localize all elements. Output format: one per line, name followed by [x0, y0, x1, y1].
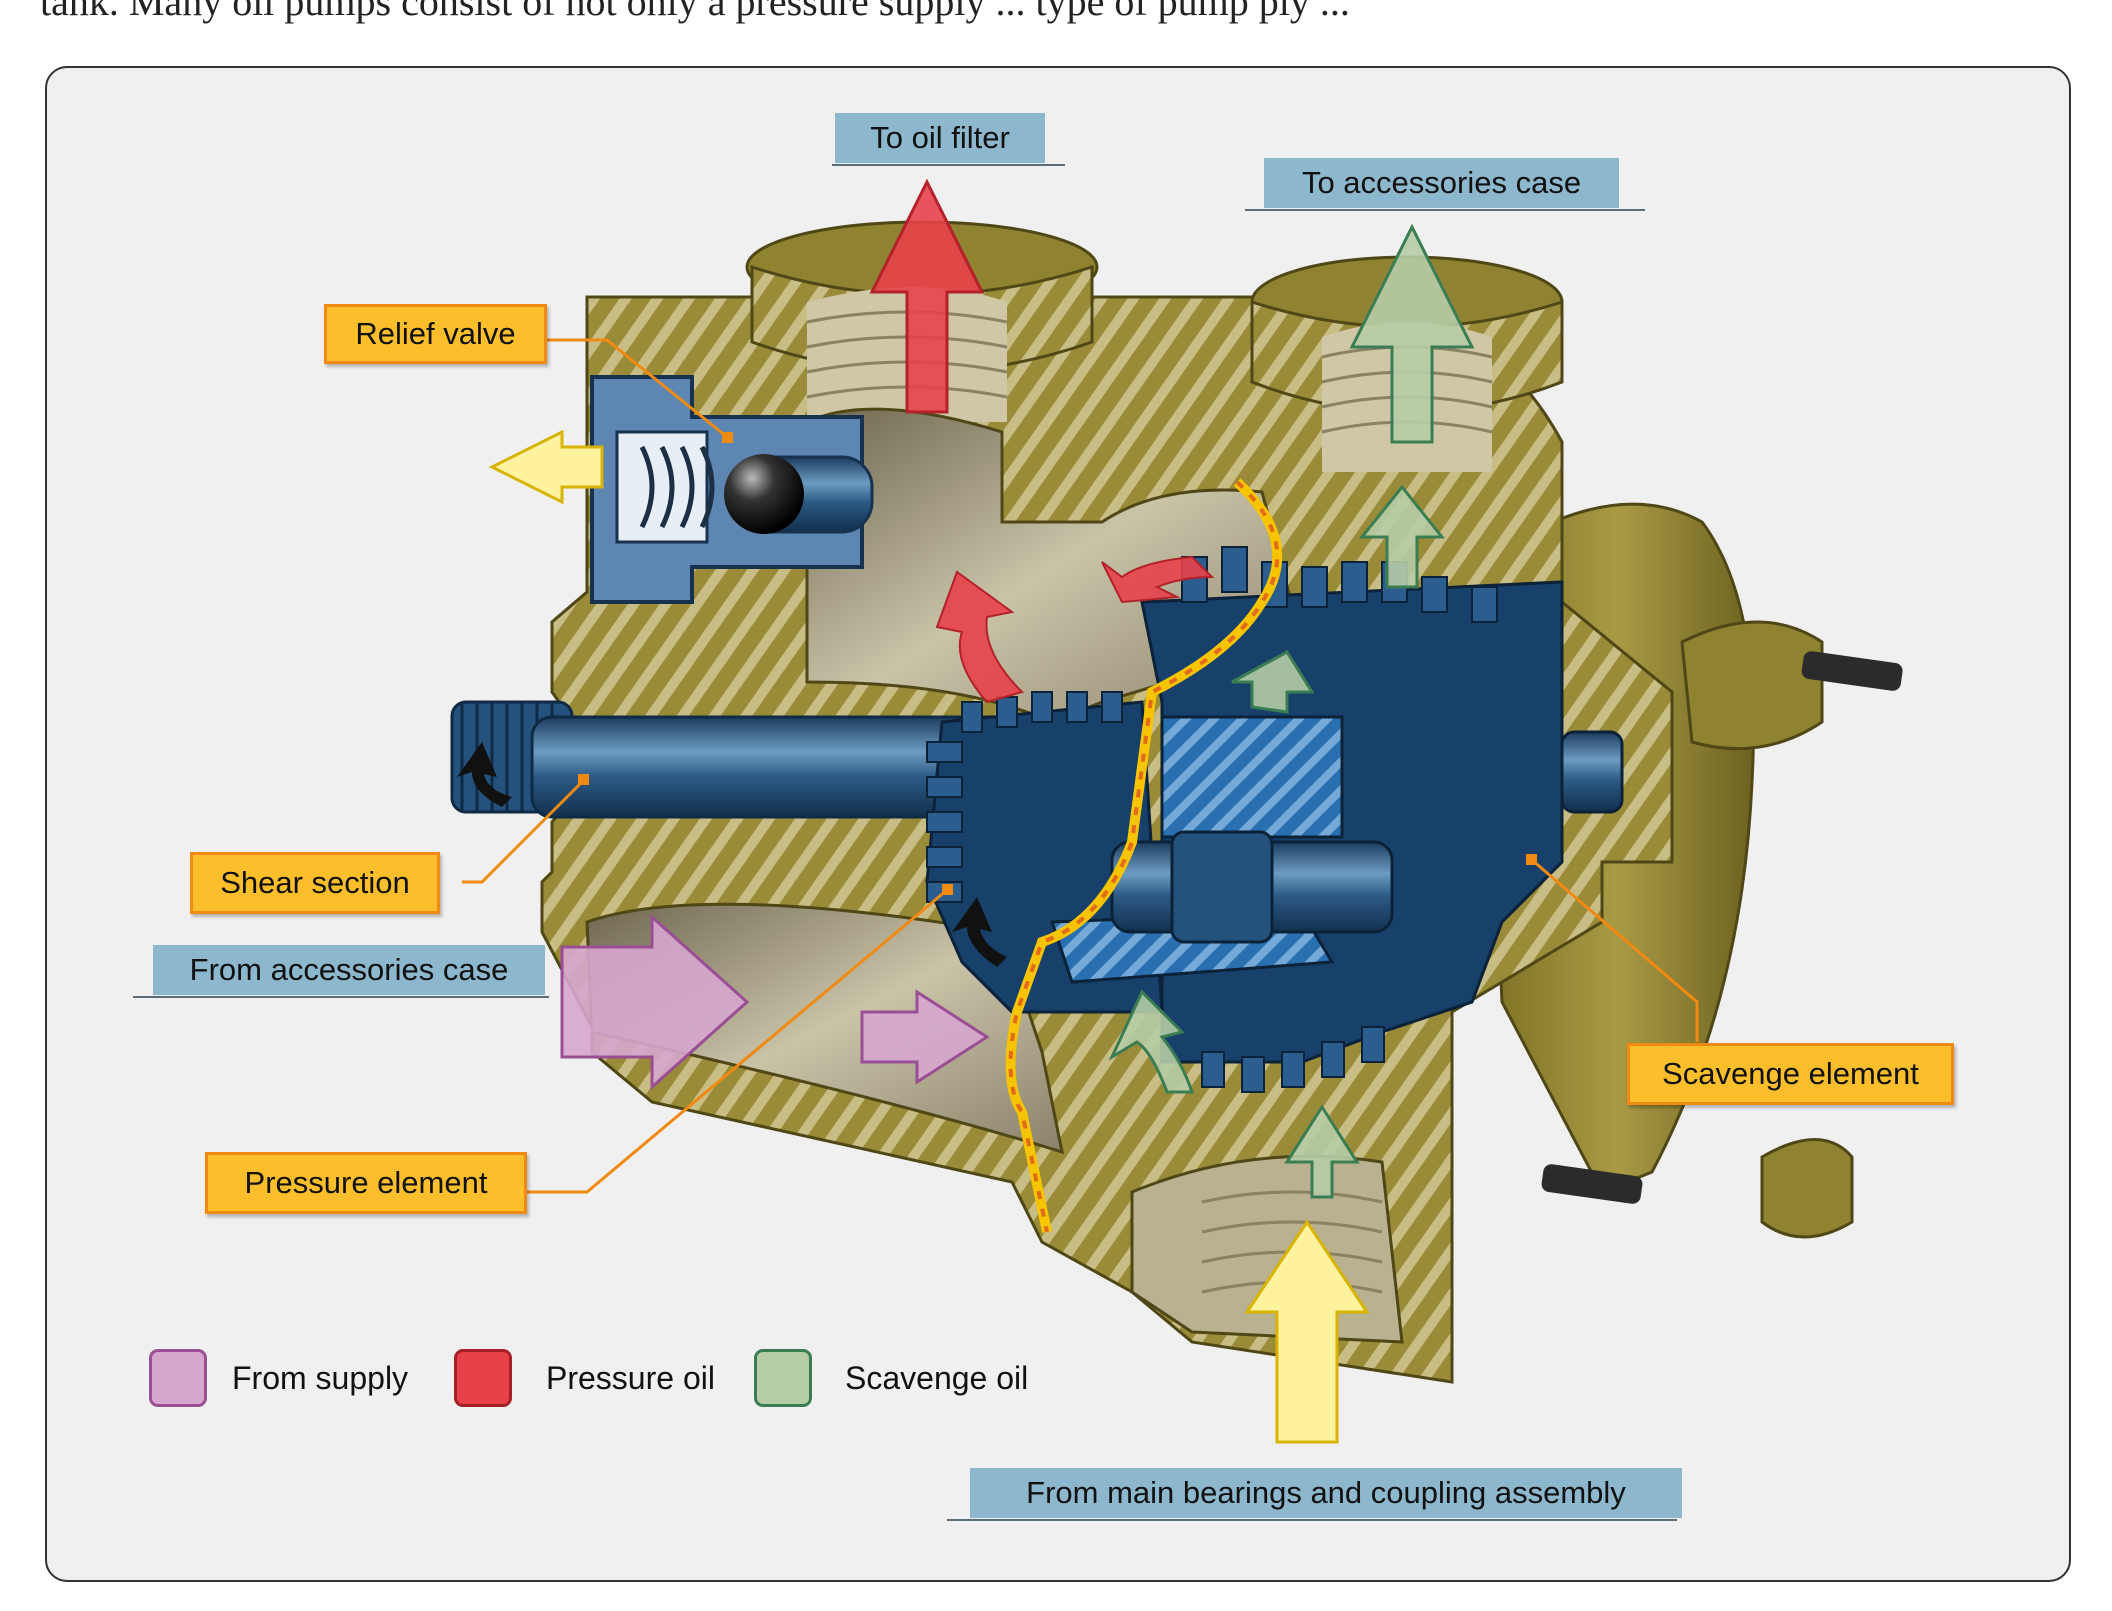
- rotation-arrow: [952, 897, 1007, 967]
- scavenge-oil-arrow: [1358, 484, 1446, 589]
- top-caption-text: tank. Many oil pumps consist of not only…: [40, 0, 1350, 24]
- scavenge-oil-arrow: [1284, 1104, 1360, 1199]
- label-from-accessories-case: From accessories case: [153, 945, 545, 995]
- pressure-oil-arrow: [935, 570, 1024, 704]
- legend-label-from-supply: From supply: [232, 1360, 409, 1396]
- flow-arrows: [457, 178, 1475, 1444]
- underline-to-oil-filter: [832, 164, 1065, 166]
- label-pressure-element: Pressure element: [205, 1152, 527, 1214]
- scavenge-element-gears: [1049, 546, 1624, 1093]
- oil-pump-cutaway: [450, 178, 1903, 1444]
- legend-label-pressure-oil: Pressure oil: [546, 1360, 715, 1396]
- pressure-oil-arrow: [869, 178, 985, 414]
- mounting-stud: [1541, 1164, 1643, 1204]
- legend-swatch-pressure-oil: [454, 1349, 512, 1407]
- mounting-stud: [1801, 651, 1903, 691]
- scavenge-oil-arrow: [1349, 223, 1475, 444]
- diagram-frame: Relief valve Shear section Pressure elem…: [45, 66, 2071, 1582]
- relief-valve-spring: [639, 445, 715, 529]
- label-relief-valve: Relief valve: [324, 304, 547, 364]
- label-from-main-bearings: From main bearings and coupling assembly: [970, 1468, 1682, 1518]
- legend-label-scavenge-oil: Scavenge oil: [845, 1360, 1029, 1396]
- pressure-oil-arrow: [1101, 555, 1215, 604]
- label-to-oil-filter: To oil filter: [835, 113, 1045, 163]
- rotation-arrow: [457, 742, 512, 807]
- label-shear-section: Shear section: [190, 852, 440, 914]
- main-bearings-inflow-arrow: [1244, 1219, 1370, 1444]
- relief-valve-ball: [724, 454, 804, 534]
- label-to-accessories-case: To accessories case: [1264, 158, 1619, 208]
- relief-outflow-arrow: [488, 429, 604, 505]
- supply-oil-arrow: [560, 913, 750, 1091]
- relief-valve-assembly: [590, 375, 874, 604]
- leader-markers: [578, 432, 1537, 895]
- leader-lines: [462, 338, 1699, 1194]
- underline-from-accessories-case: [133, 996, 549, 998]
- legend-swatch-from-supply: [149, 1349, 207, 1407]
- underline-to-accessories-case: [1245, 209, 1645, 211]
- scavenge-oil-arrow: [1108, 989, 1195, 1094]
- supply-oil-arrow: [860, 989, 990, 1085]
- scavenge-oil-arrow: [1231, 650, 1315, 714]
- label-scavenge-element: Scavenge element: [1627, 1043, 1954, 1105]
- legend-swatch-scavenge-oil: [754, 1349, 812, 1407]
- underline-from-main-bearings: [947, 1519, 1677, 1521]
